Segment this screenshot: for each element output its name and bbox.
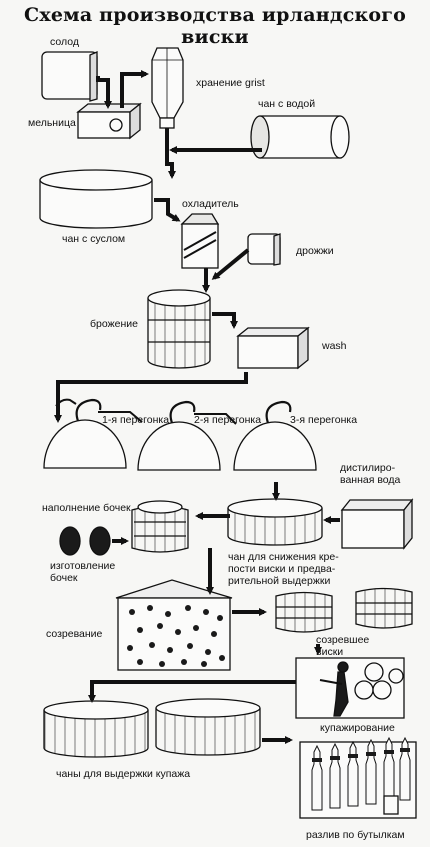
label-cask-filling: наполнение бочек bbox=[42, 502, 131, 514]
blend-tank-1 bbox=[43, 700, 149, 758]
label-water-tank: чан с водой bbox=[258, 98, 316, 110]
wash-box bbox=[236, 326, 310, 370]
still-connector-2 bbox=[98, 411, 143, 423]
flow-to-wash bbox=[212, 312, 238, 329]
matured-barrel-1 bbox=[275, 591, 333, 633]
still-connector-1 bbox=[55, 398, 77, 407]
distilled-water-box bbox=[340, 498, 414, 550]
flow-wash-to-still-1 bbox=[54, 372, 248, 423]
pot-still-3 bbox=[233, 400, 317, 471]
flow-hopper-to-tun bbox=[165, 128, 176, 179]
flow-mill-to-hopper bbox=[120, 70, 149, 108]
mill bbox=[76, 102, 142, 140]
flow-yeast bbox=[211, 248, 250, 280]
flow-tun-to-cooler bbox=[154, 198, 181, 222]
still-connector-3 bbox=[194, 413, 237, 425]
blending-panel bbox=[295, 657, 405, 719]
pot-still-1 bbox=[43, 398, 127, 469]
fermentation-vat bbox=[147, 289, 211, 369]
pot-still-2 bbox=[137, 400, 221, 471]
label-distill-2: 2-я перегонка bbox=[194, 414, 262, 426]
matured-barrel-2 bbox=[355, 587, 413, 629]
label-yeast: дрожжи bbox=[296, 245, 334, 257]
label-matured-whisky: созревшее виски bbox=[316, 634, 370, 658]
water-tank bbox=[250, 115, 350, 159]
label-blend-tanks: чаны для выдержки купажа bbox=[56, 768, 191, 780]
mash-tun bbox=[39, 169, 153, 229]
label-distill-3: 3-я перегонка bbox=[290, 414, 358, 426]
label-malt: солод bbox=[50, 36, 79, 48]
label-distill-1: 1-я перегонка bbox=[102, 414, 170, 426]
label-distilled-water: дистилиро-ванная вода bbox=[340, 462, 401, 486]
blend-tank-2 bbox=[155, 698, 261, 756]
maturation-warehouse bbox=[115, 579, 233, 671]
label-wash: wash bbox=[322, 340, 347, 352]
malt-box bbox=[41, 51, 98, 102]
grist-hopper bbox=[151, 47, 184, 129]
label-cooler: охладитель bbox=[182, 198, 239, 210]
cask-making-barrels bbox=[59, 526, 111, 556]
flow-malt-to-mill bbox=[96, 76, 112, 109]
cooler bbox=[180, 213, 220, 269]
label-mash-tun: чан с суслом bbox=[62, 233, 126, 245]
label-fermentation: брожение bbox=[90, 318, 138, 330]
cask-filling-barrel bbox=[131, 500, 189, 553]
label-reduction-tank: чан для снижения кре-пости виски и предв… bbox=[228, 551, 339, 587]
diagram-title: Схема производства ирландского виски bbox=[24, 4, 406, 48]
label-blending: купажирование bbox=[320, 722, 395, 734]
flow-to-blend-tanks bbox=[88, 680, 296, 703]
label-maturation: созревание bbox=[46, 628, 103, 640]
yeast-box bbox=[247, 233, 281, 266]
label-mill: мельница bbox=[28, 117, 76, 129]
label-bottling: разлив по бутылкам bbox=[306, 829, 405, 841]
label-cask-making: изготовление бочек bbox=[50, 560, 116, 584]
bottling-panel bbox=[299, 736, 417, 819]
label-grist-storage: хранение grist bbox=[196, 77, 265, 89]
reduction-tank bbox=[227, 498, 323, 546]
